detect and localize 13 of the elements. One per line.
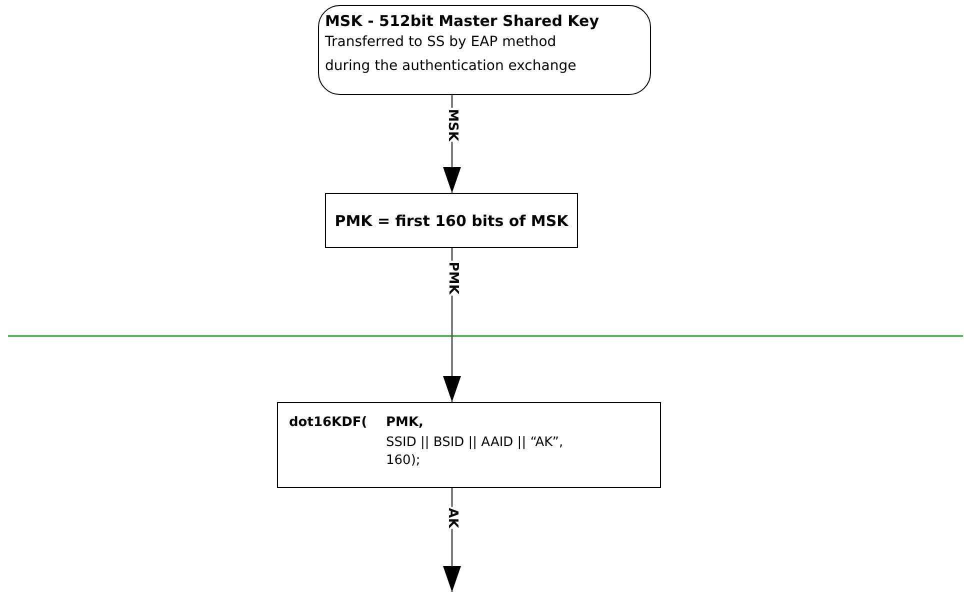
process-box	[277, 402, 661, 488]
arrow	[443, 488, 461, 592]
code-text: dot16KDF(	[289, 415, 368, 430]
process-box	[325, 193, 578, 248]
box-description: Transferred to SS by EAP method during the authentication exchange	[325, 33, 578, 76]
box-heading: MSK - 512bit Master Shared Key	[325, 12, 600, 30]
code-text: 160);	[386, 453, 420, 468]
code-text: PMK,	[386, 415, 424, 430]
code-text: SSID || BSID || AAID || “AK”,	[386, 435, 564, 450]
box-label: PMK = first 160 bits of MSK	[334, 212, 568, 230]
arrow	[443, 248, 461, 402]
rounded-box	[318, 5, 651, 95]
arrow	[443, 94, 461, 194]
